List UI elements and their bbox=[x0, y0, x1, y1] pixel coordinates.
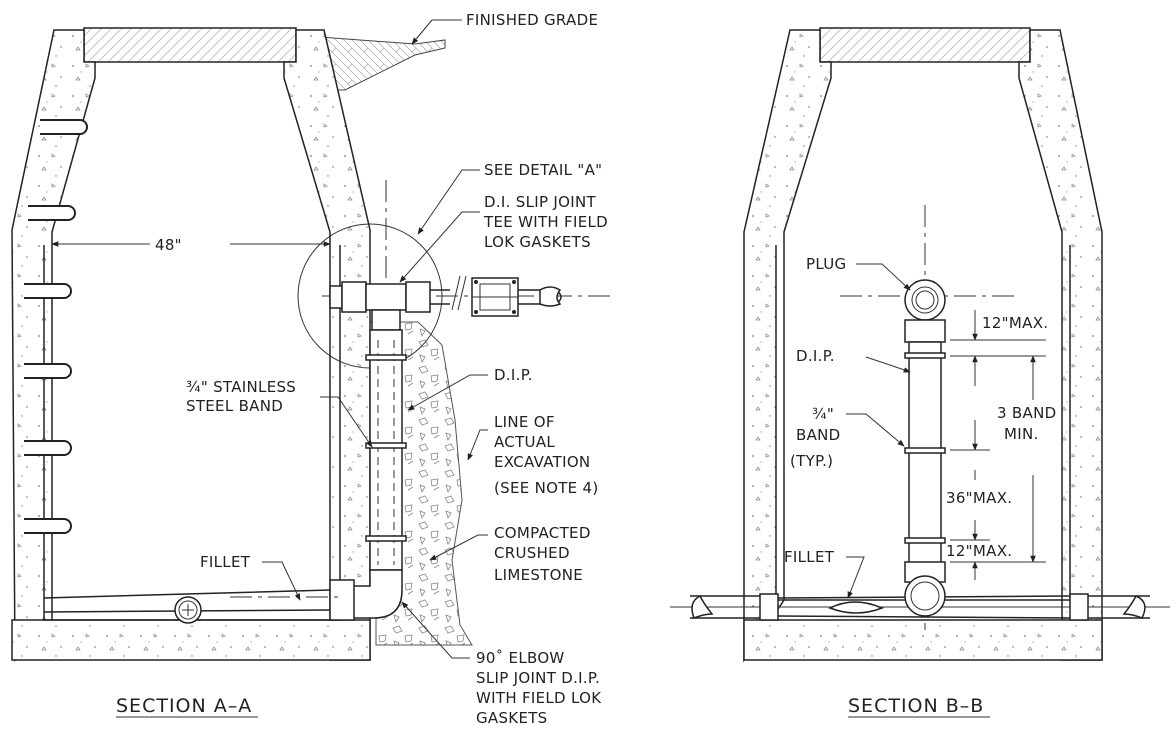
plug bbox=[904, 279, 946, 321]
label-excavation-line2: ACTUAL bbox=[494, 433, 555, 451]
section-a-a: 48" FINISHED GRADE SEE DETAIL "A" D.I. S… bbox=[11, 11, 612, 727]
label-3band-line2: MIN. bbox=[1004, 425, 1039, 443]
manhole-wall-right-b bbox=[1018, 29, 1103, 661]
label-stone-line3: LIMESTONE bbox=[494, 566, 583, 584]
label-finished-grade: FINISHED GRADE bbox=[466, 11, 598, 29]
riser-pipe bbox=[369, 329, 403, 571]
label-fillet-b: FILLET bbox=[784, 548, 835, 566]
label-elbow-line2: SLIP JOINT D.I.P. bbox=[476, 669, 600, 687]
dimensions-b bbox=[950, 310, 1046, 580]
manhole-base-b bbox=[743, 619, 1103, 661]
label-36max: 36"MAX. bbox=[946, 489, 1012, 507]
section-b-title: SECTION B–B bbox=[848, 695, 984, 717]
dim-48-label: 48" bbox=[155, 236, 182, 254]
stainless-bands bbox=[365, 354, 407, 542]
label-see-detail: SEE DETAIL "A" bbox=[484, 161, 602, 179]
label-elbow-line1: 90˚ ELBOW bbox=[476, 649, 565, 667]
label-12max-bot: 12"MAX. bbox=[946, 542, 1012, 560]
manhole-base bbox=[11, 619, 371, 661]
manhole-lid bbox=[83, 27, 297, 63]
label-band-b-line2: BAND bbox=[796, 426, 841, 444]
manhole-wall-left bbox=[11, 29, 96, 662]
label-3band-line1: 3 BAND bbox=[997, 404, 1056, 422]
label-elbow-line3: WITH FIELD LOK bbox=[476, 689, 602, 707]
label-band-line2: STEEL BAND bbox=[186, 397, 283, 415]
outlet-coupling bbox=[471, 277, 519, 317]
label-excavation-line4: (SEE NOTE 4) bbox=[494, 479, 599, 497]
label-plug: PLUG bbox=[806, 255, 846, 273]
label-stone-line1: COMPACTED bbox=[494, 524, 591, 542]
label-band-line1: ¾" STAINLESS bbox=[186, 378, 296, 396]
section-a-title: SECTION A–A bbox=[116, 695, 252, 717]
label-fillet-a: FILLET bbox=[200, 553, 251, 571]
label-band-b-line1: ¾" bbox=[812, 405, 834, 423]
label-excavation-line1: LINE OF bbox=[494, 413, 555, 431]
manhole-wall-right bbox=[283, 29, 371, 661]
ladder-rungs bbox=[24, 119, 88, 534]
manhole-wall-left-b bbox=[743, 29, 832, 663]
section-b-b: PLUG D.I.P. ¾" BAND (TYP.) 12"MAX. 3 BAN… bbox=[670, 27, 1170, 718]
label-dip-b: D.I.P. bbox=[796, 347, 835, 365]
label-tee-line2: TEE WITH FIELD bbox=[483, 213, 608, 231]
label-band-b-line3: (TYP.) bbox=[790, 452, 833, 470]
label-tee-line1: D.I. SLIP JOINT bbox=[484, 193, 596, 211]
label-dip: D.I.P. bbox=[494, 366, 533, 384]
label-tee-line3: LOK GASKETS bbox=[484, 233, 591, 251]
label-excavation-line3: EXCAVATION bbox=[494, 453, 590, 471]
label-stone-line2: CRUSHED bbox=[494, 544, 570, 562]
manhole-lid-b bbox=[819, 27, 1031, 63]
bands-b bbox=[904, 352, 946, 544]
label-12max-top: 12"MAX. bbox=[982, 314, 1048, 332]
label-elbow-line4: GASKETS bbox=[476, 709, 548, 727]
